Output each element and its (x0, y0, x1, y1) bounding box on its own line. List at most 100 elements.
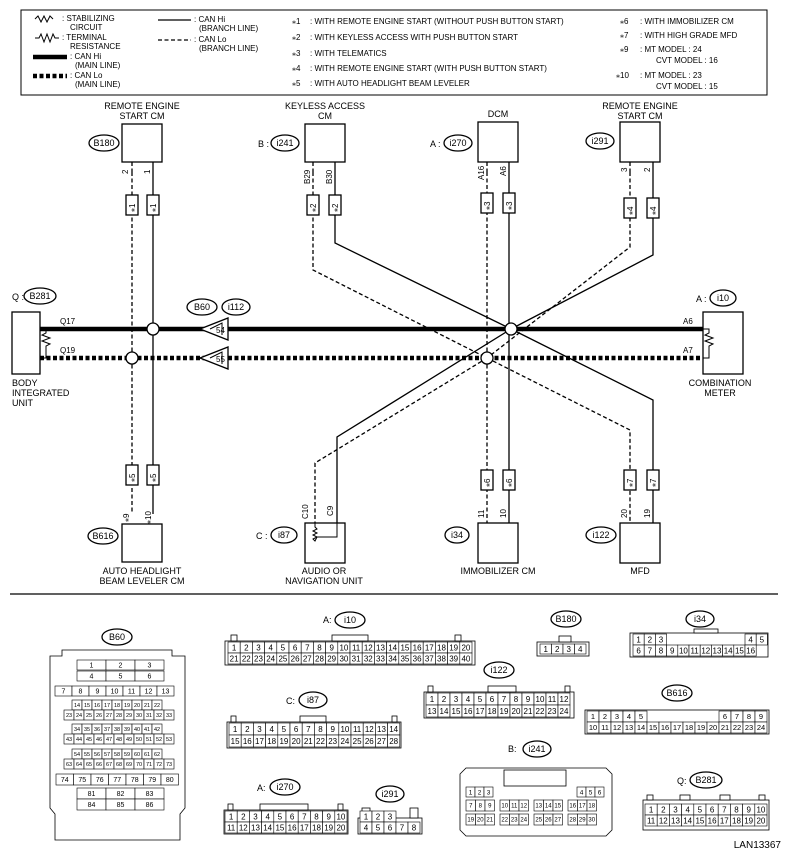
pin-number: 1 (90, 663, 94, 670)
pin-number: 4 (627, 712, 631, 721)
pin-number: 12 (364, 643, 373, 652)
pin-number: 77 (113, 777, 121, 784)
note-text-3: : WITH TELEMATICS (310, 49, 387, 58)
pin-number: 73 (166, 762, 172, 768)
module-keyless-access-cm: KEYLESS ACCESS CM B : i241 B29 B30 ⁎2 ⁎2 (258, 101, 365, 216)
pin-number: 35 (84, 727, 90, 733)
svg-text:20: 20 (620, 509, 629, 518)
pin-number: 13 (671, 816, 680, 825)
svg-text:C :: C : (256, 531, 268, 541)
pin-number: 12 (520, 804, 527, 810)
pin-number: 39 (124, 727, 130, 733)
pin-cell (407, 821, 421, 834)
pin-number: 7 (305, 643, 310, 652)
note-text-4: : WITH REMOTE ENGINE START (WITH PUSH BU… (310, 64, 547, 73)
legend-canlo-branch-2: (BRANCH LINE) (199, 44, 258, 53)
svg-text:i34: i34 (694, 614, 706, 624)
pin-cell (552, 799, 563, 812)
svg-text:⁎6: ⁎6 (483, 478, 492, 487)
svg-text:⁎2: ⁎2 (309, 203, 318, 212)
legend-canhi-branch-2: (BRANCH LINE) (199, 24, 258, 33)
pin-number: 69 (126, 762, 132, 768)
pin-number: 10 (336, 812, 345, 821)
note-text-10b: CVT MODEL : 15 (656, 82, 718, 91)
pin-number: 3 (257, 725, 262, 734)
pin-number: 42 (154, 727, 160, 733)
pin-number: 21 (304, 737, 313, 746)
note-text-1: : WITH REMOTE ENGINE START (WITHOUT PUSH… (310, 17, 564, 26)
svg-text:UNIT: UNIT (12, 398, 33, 408)
pin-number: 74 (61, 777, 69, 784)
pin-number: 1 (636, 635, 641, 644)
pin-number: 9 (670, 646, 675, 655)
pin-number: 78 (131, 777, 139, 784)
pin-number: 56 (94, 752, 100, 758)
pin-number: 7 (502, 695, 507, 704)
pin-number: 2 (442, 695, 447, 704)
note-mark-2: ⁎2 (292, 33, 301, 42)
pin-number: 4 (466, 695, 471, 704)
svg-text:REMOTE ENGINE: REMOTE ENGINE (104, 101, 180, 111)
legend-canlo-main-2: (MAIN LINE) (75, 80, 121, 89)
pin-number: 15 (231, 737, 240, 746)
svg-text:⁎10: ⁎10 (144, 511, 153, 524)
pin-number: 26 (365, 737, 374, 746)
pin-number: 7 (302, 812, 307, 821)
module-combination-meter: A : i10 A6 A7 COMBINATION METER (683, 289, 751, 398)
pin-number: 4 (265, 812, 270, 821)
pin-cell (134, 659, 165, 671)
pin-number: 8 (79, 689, 83, 696)
pin-number: 71 (146, 762, 152, 768)
pin-number: 22 (536, 707, 545, 716)
svg-text:B :: B : (258, 139, 269, 149)
pin-number: 16 (661, 723, 669, 732)
pin-number: 61 (144, 752, 150, 758)
pin-number: 18 (488, 707, 497, 716)
pin-number: 14 (263, 823, 272, 832)
pin-number: 16 (243, 737, 252, 746)
pin-number: 10 (501, 804, 508, 810)
pin-number: 20 (134, 703, 140, 709)
pin-number: 9 (526, 695, 531, 704)
pin-number: 36 (413, 654, 422, 663)
pin-number: 11 (227, 823, 236, 832)
pin-number: 53 (166, 737, 172, 743)
pin-number: 3 (567, 645, 572, 654)
pin-number: 2 (241, 812, 246, 821)
pin-number: 14 (389, 725, 398, 734)
pin-number: 12 (145, 689, 153, 696)
module-mfd: ⁎7 ⁎7 20 19 i122 MFD (585, 469, 661, 576)
note-text-7: : WITH HIGH GRADE MFD (640, 31, 738, 40)
pin-number: 15 (275, 823, 284, 832)
pin-number: 7 (735, 712, 739, 721)
pin-number: 5 (281, 643, 286, 652)
pin-number: 16 (413, 643, 422, 652)
pin-number: 9 (330, 725, 335, 734)
svg-text:B180: B180 (555, 614, 576, 624)
splice-node-hi-left (146, 322, 160, 336)
legend-terminal: : TERMINAL (62, 33, 107, 42)
pin-number: 85 (117, 802, 125, 809)
legend-stabilizing: : STABILIZING (62, 14, 115, 23)
pin-number: 1 (430, 695, 435, 704)
pin-number: 9 (759, 712, 763, 721)
pin-number: 28 (116, 713, 122, 719)
pin-number: 24 (757, 723, 765, 732)
pin-number: 5 (589, 789, 593, 796)
svg-text:BEAM LEVELER CM: BEAM LEVELER CM (99, 576, 184, 586)
splice-node-lo-right (480, 351, 494, 365)
pin-number: 8 (659, 646, 664, 655)
svg-text:REMOTE ENGINE: REMOTE ENGINE (602, 101, 678, 111)
pin-number: 19 (324, 823, 333, 832)
pin-number: 3 (454, 695, 459, 704)
note-text-10: : MT MODEL : 23 (640, 71, 702, 80)
pin-number: 24 (76, 713, 82, 719)
svg-text:C9: C9 (326, 505, 335, 516)
module-auto-headlight-leveler: ⁎5 ⁎5 ⁎9 ⁎10 B616 AUTO HEADLIGHT BEAM LE… (87, 464, 185, 586)
note-mark-10: ⁎10 (616, 71, 629, 80)
pin-number: 6 (723, 712, 727, 721)
